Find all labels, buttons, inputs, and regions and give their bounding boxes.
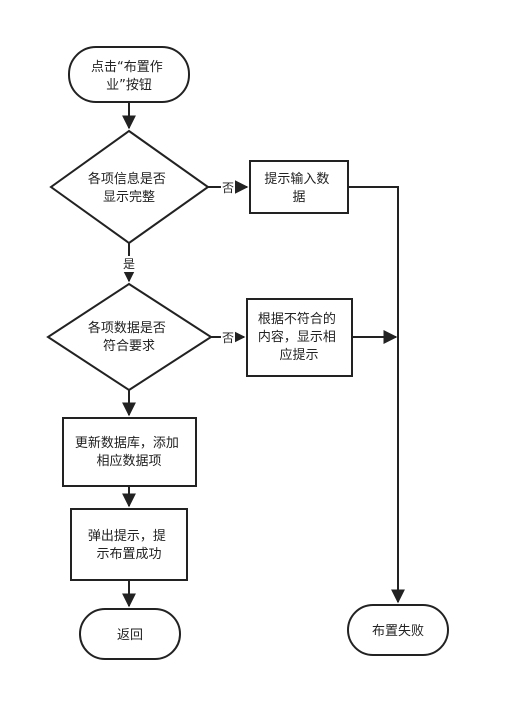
check-info-line-2: 显示完整 (103, 190, 155, 205)
prompt-input-line-2: 据 (292, 190, 305, 205)
update-database-line-1: 更新数据库，添加 (75, 435, 179, 451)
popup-success-line-2: 示布置成功 (96, 547, 161, 562)
prompt-mismatch-line-3: 应提示 (279, 347, 318, 363)
check-info-line-1: 各项信息是否 (88, 171, 166, 187)
prompt-input-box: 提示输入数 据 (249, 160, 349, 214)
start-node-line-1: 点击“布置作 (91, 60, 163, 75)
edge-label-no-2: 否 (222, 331, 234, 345)
svg-text:根据不符合的 内容，显示相 应提示: 根据不符合的 内容，显示相 应提示 (258, 311, 340, 363)
popup-success-box: 弹出提示，提 示布置成功 (70, 508, 188, 581)
edge-label-yes: 是 (123, 257, 135, 271)
svg-text:各项信息是否 显示完整: 各项信息是否 显示完整 (88, 171, 170, 205)
update-database-line-2: 相应数据项 (96, 453, 161, 469)
prompt-input-line-1: 提示输入数 (264, 171, 329, 187)
svg-text:提示输入数 据: 提示输入数 据 (264, 171, 333, 205)
prompt-mismatch-box: 根据不符合的 内容，显示相 应提示 (246, 298, 353, 377)
check-info-decision: 各项信息是否 显示完整 (49, 129, 210, 245)
svg-text:点击“布置作 业”按钮: 点击“布置作 业”按钮 (91, 60, 167, 93)
popup-success-line-1: 弹出提示，提 (88, 528, 166, 544)
svg-text:弹出提示，提 示布置成功: 弹出提示，提 示布置成功 (88, 528, 170, 562)
svg-text:各项数据是否 符合要求: 各项数据是否 符合要求 (88, 320, 170, 354)
edge-label-no-1: 否 (222, 181, 234, 195)
check-data-decision: 各项数据是否 符合要求 (46, 282, 213, 392)
prompt-mismatch-line-2: 内容，显示相 (258, 329, 336, 345)
fail-node: 布置失败 (347, 604, 449, 656)
return-node: 返回 (79, 608, 181, 660)
check-data-line-2: 符合要求 (103, 338, 155, 354)
start-node-line-2: 业”按钮 (106, 78, 152, 93)
fail-label: 布置失败 (372, 624, 424, 639)
update-database-box: 更新数据库，添加 相应数据项 (62, 417, 197, 487)
return-label: 返回 (117, 628, 143, 643)
edge-prompt-input-to-fail (348, 186, 405, 604)
prompt-mismatch-line-1: 根据不符合的 (258, 311, 336, 327)
svg-text:更新数据库，添加 相应数据项: 更新数据库，添加 相应数据项 (75, 435, 183, 469)
start-node: 点击“布置作 业”按钮 (68, 46, 190, 103)
check-data-line-1: 各项数据是否 (88, 320, 166, 336)
